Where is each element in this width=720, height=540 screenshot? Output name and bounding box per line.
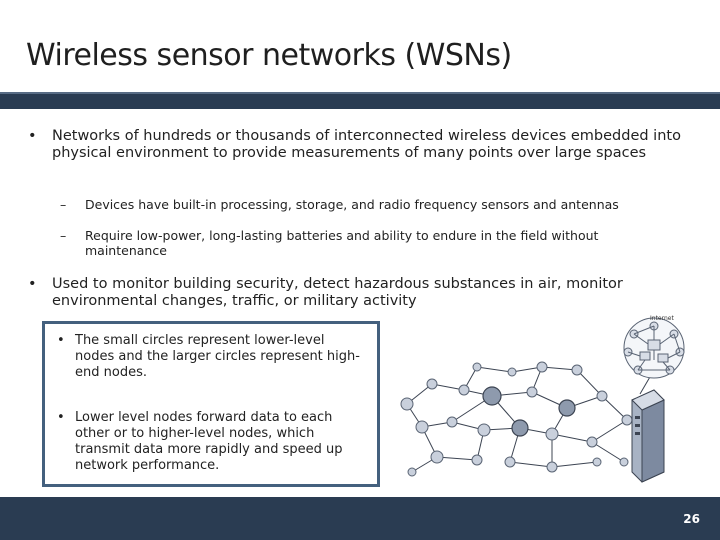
callout-text: Lower level nodes forward data to each o… (75, 410, 343, 473)
sub-bullet-text: Devices have built-in processing, storag… (85, 197, 619, 212)
server-icon (631, 389, 665, 483)
high-end-nodes (482, 386, 576, 437)
callout-box: • The small circles represent lower-leve… (42, 321, 380, 487)
page-number: 26 (683, 512, 700, 526)
title-bar (0, 92, 720, 109)
bullet-dot: • (28, 128, 37, 144)
sub-bullet-dash: – (60, 197, 67, 212)
callout-text: The small circles represent lower-level … (75, 333, 360, 380)
internet-cloud (623, 317, 685, 379)
network-edges (406, 366, 655, 473)
bullet-text: Used to monitor building security, detec… (52, 276, 623, 309)
bullet-text: Networks of hundreds or thousands of int… (52, 128, 681, 161)
bullet-dot: • (57, 410, 65, 425)
internet-label: Internet (650, 315, 674, 322)
sensor-nodes (400, 361, 633, 477)
title-bar-accent (0, 92, 720, 94)
sub-bullet-text: Require low-power, long-lasting batterie… (85, 228, 599, 258)
bullet-dot: • (57, 333, 65, 348)
footer-bar: 26 (0, 497, 720, 540)
sub-bullet-dash: – (60, 228, 67, 243)
slide-title: Wireless sensor networks (WSNs) (26, 38, 512, 73)
bullet-dot: • (28, 276, 37, 292)
wsn-network-diagram: Internet (400, 315, 685, 483)
